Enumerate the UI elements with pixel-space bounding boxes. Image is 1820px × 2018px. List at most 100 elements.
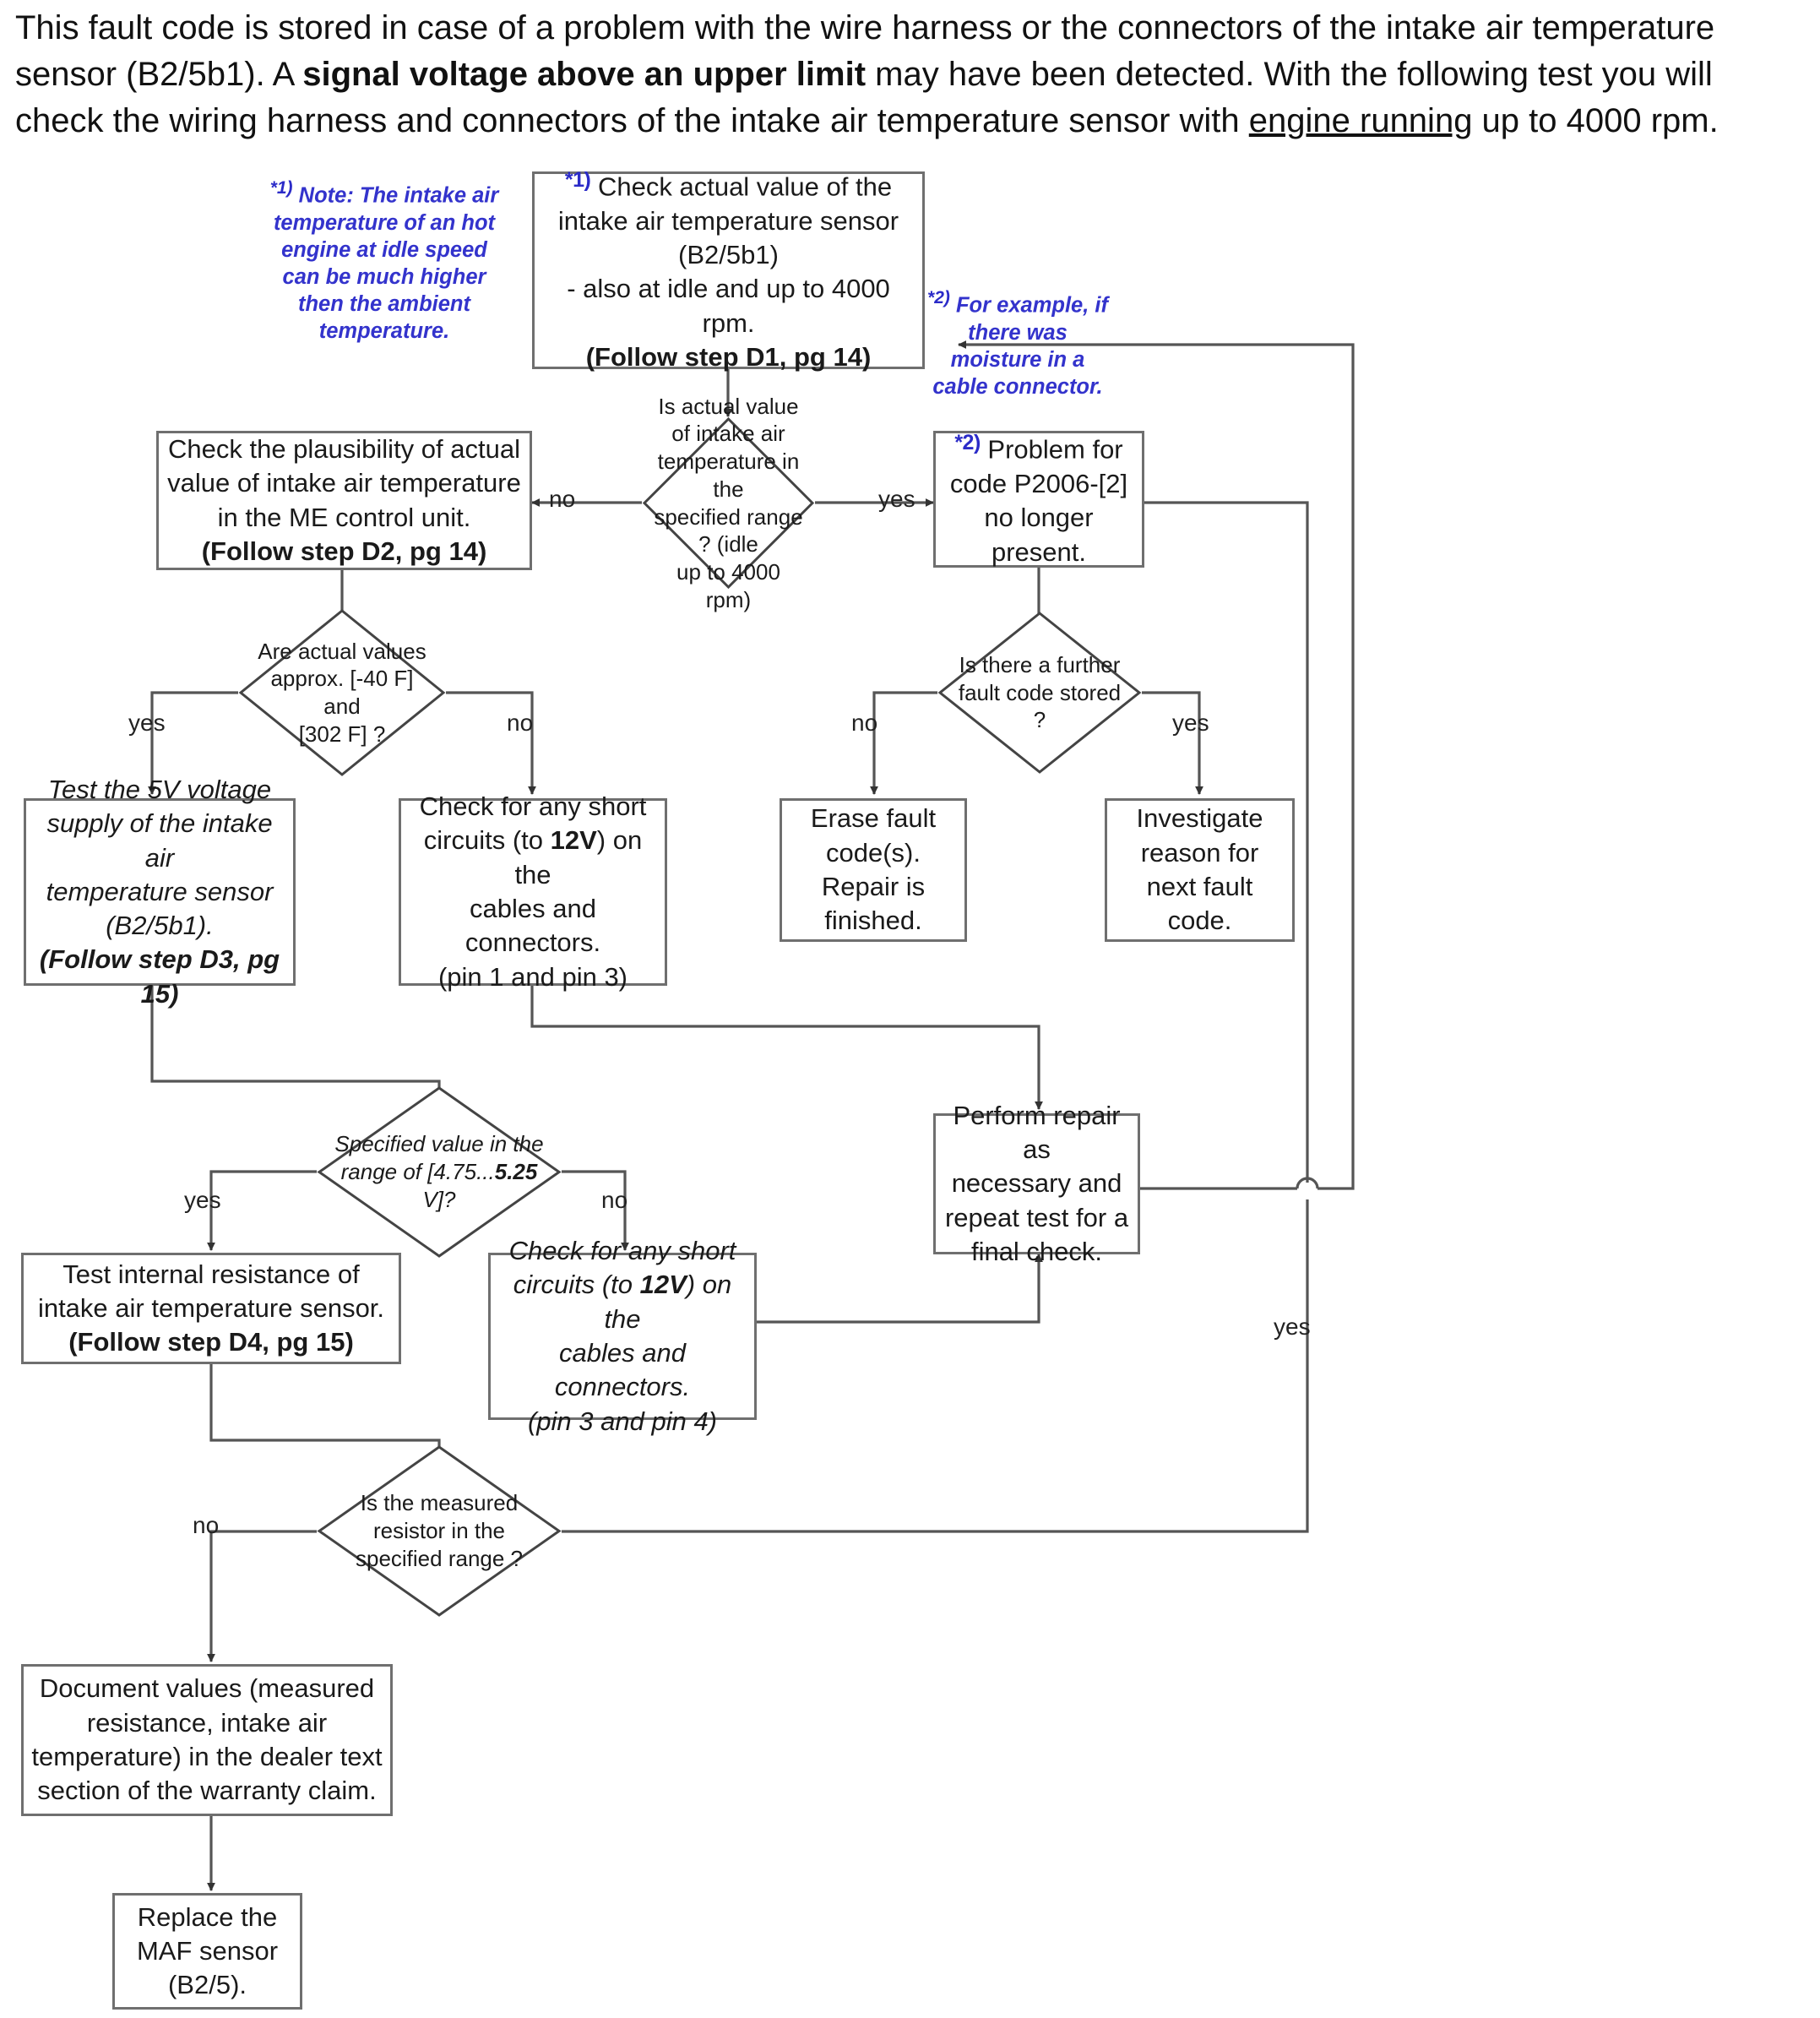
node-problem-p2006[interactable]: *2) Problem for code P2006-[2] no longer…: [933, 431, 1144, 568]
node-erase-fault-codes-line3: Repair is: [821, 872, 926, 901]
edge-label-yes-1: yes: [878, 486, 915, 512]
node-check-plausibility-line2: value of intake air temperature: [167, 468, 521, 498]
node-check-actual-value-line4: - also at idle and up to 4000 rpm.: [567, 274, 890, 338]
node-short-circuit-pin3-pin4-line2c: ) on the: [604, 1270, 732, 1334]
node-test-internal-resistance-line2: intake air temperature sensor.: [37, 1292, 385, 1323]
node-document-values-line3: temperature) in the dealer text: [31, 1742, 383, 1771]
intro-text-part3: up to 4000 rpm.: [1472, 102, 1719, 140]
node-replace-maf-sensor[interactable]: Replace the MAF sensor (B2/5).: [112, 1893, 302, 2010]
node-short-circuit-pin3-pin4-line2a: circuits (to: [513, 1270, 640, 1300]
node-problem-p2006-line1: Problem for: [980, 434, 1123, 465]
node-test-5v-supply-line4: (B2/5b1).: [106, 911, 214, 941]
decision-specified-voltage-range[interactable]: Specified value in the range of [4.75...…: [317, 1085, 562, 1259]
node-test-internal-resistance-line1: Test internal resistance of: [62, 1259, 360, 1289]
node-check-actual-value-line3: (B2/5b1): [678, 239, 779, 269]
node-investigate-line1: Investigate: [1136, 803, 1263, 834]
node-check-actual-value-marker: *1): [564, 167, 591, 192]
diamond-shape: [642, 416, 815, 590]
edge-label-yes-4: yes: [184, 1187, 221, 1213]
diamond-shape: [238, 609, 446, 776]
node-investigate-next-fault-code[interactable]: Investigate reason for next fault code.: [1105, 798, 1295, 942]
diamond-shape: [317, 1086, 562, 1258]
decision-actual-value-range[interactable]: Is actual value of intake air temperatur…: [642, 394, 815, 612]
node-erase-fault-codes[interactable]: Erase fault code(s). Repair is finished.: [780, 798, 967, 942]
decision-actual-value-range-line2: of intake air: [671, 421, 785, 447]
node-test-5v-supply[interactable]: Test the 5V voltage supply of the intake…: [24, 775, 296, 1009]
edge-label-no-1: no: [549, 486, 576, 512]
node-short-circuit-pin1-pin3-line4: (pin 1 and pin 3): [437, 961, 628, 992]
node-short-circuit-pin3-pin4-line4: (pin 3 and pin 4): [527, 1406, 718, 1436]
diamond-shape: [317, 1445, 562, 1617]
decision-actual-value-range-line3: temperature in the: [657, 449, 800, 502]
node-test-5v-supply-line5: (Follow step D3, pg: [39, 944, 280, 975]
intro-text-part1: This fault code is stored in case of a p…: [15, 9, 1715, 94]
intro-paragraph: This fault code is stored in case of a p…: [15, 5, 1806, 145]
node-check-actual-value-line2: intake air temperature sensor: [557, 205, 899, 236]
node-short-circuit-pin1-pin3[interactable]: Check for any short circuits (to 12V) on…: [399, 791, 667, 992]
edge-label-no-3: no: [851, 710, 878, 736]
node-short-circuit-pin1-pin3-line2c: ) on the: [514, 825, 643, 889]
decision-measured-resistor-line2: resistor in the: [372, 1518, 506, 1544]
edge-label-yes-5: yes: [1274, 1314, 1311, 1340]
node-replace-maf-line1: Replace the: [137, 1901, 278, 1932]
intro-underlined-phrase: engine running: [1248, 102, 1473, 140]
node-perform-repair-line4: final check.: [970, 1236, 1103, 1266]
node-perform-repair[interactable]: Perform repair as necessary and repeat t…: [933, 1101, 1140, 1266]
node-problem-p2006-line3: no longer: [984, 503, 1094, 533]
decision-further-fault-code[interactable]: Is there a further fault code stored ?: [937, 611, 1142, 775]
edge-label-yes-2: yes: [128, 710, 166, 736]
decision-actual-value-range-line4: specified range ? (idle: [654, 503, 803, 558]
node-replace-maf-line3: (B2/5).: [167, 1970, 247, 2000]
node-perform-repair-line3: repeat test for a: [944, 1202, 1129, 1232]
decision-measured-resistor-range[interactable]: Is the measured resistor in the specifie…: [317, 1444, 562, 1618]
node-investigate-line2: reason for: [1140, 837, 1259, 868]
node-short-circuit-pin3-pin4-line3: cables and connectors.: [554, 1338, 691, 1402]
node-document-values-line1: Document values (measured: [39, 1673, 375, 1704]
node-document-values[interactable]: Document values (measured resistance, in…: [21, 1664, 393, 1816]
decision-actual-value-range-line5: up to 4000 rpm): [676, 559, 780, 612]
node-problem-p2006-line4: present.: [991, 536, 1086, 567]
diamond-shape: [937, 612, 1142, 774]
node-test-5v-supply-line3: temperature sensor: [46, 876, 274, 906]
note-2-marker: *2): [927, 288, 950, 307]
node-short-circuit-pin1-pin3-line2a: circuits (to: [423, 825, 551, 856]
decision-further-fault-code-line2: fault code stored ?: [958, 679, 1122, 733]
decision-actual-value-range-line1: Is actual value: [658, 393, 799, 419]
note-2-text: For example, if there was moisture in a …: [932, 293, 1108, 399]
node-document-values-line4: section of the warranty claim.: [37, 1776, 377, 1806]
edge-label-no-5: no: [193, 1512, 220, 1538]
decision-specified-voltage-line2a: range of [4.75...: [340, 1159, 495, 1185]
edge-label-no-4: no: [601, 1187, 628, 1213]
intro-bold-phrase: signal voltage above an upper limit: [302, 56, 867, 94]
node-test-internal-resistance[interactable]: Test internal resistance of intake air t…: [21, 1253, 401, 1364]
node-erase-fault-codes-line4: finished.: [824, 906, 922, 936]
node-check-actual-value-line5: (Follow step D1, pg 14): [585, 341, 872, 372]
node-short-circuit-pin3-pin4[interactable]: Check for any short circuits (to 12V) on…: [488, 1236, 757, 1436]
node-test-internal-resistance-line3: (Follow step D4, pg 15): [68, 1327, 354, 1357]
note-2: *2) For example, if there was moisture i…: [925, 287, 1111, 400]
node-check-plausibility-line4: (Follow step D2, pg 14): [201, 536, 487, 566]
decision-measured-resistor-line1: Is the measured: [360, 1490, 519, 1516]
decision-measured-resistor-line3: specified range ?: [355, 1545, 524, 1571]
node-replace-maf-line2: MAF sensor: [136, 1935, 279, 1966]
note-1: *1) Note: The intake air temperature of …: [262, 177, 507, 345]
decision-specified-voltage-line1: Specified value in the: [334, 1131, 544, 1157]
node-check-actual-value-line1: Check actual value of the: [590, 171, 893, 202]
node-erase-fault-codes-line1: Erase fault: [810, 803, 937, 834]
node-check-actual-value[interactable]: *1) Check actual value of the intake air…: [532, 167, 925, 372]
decision-approx-values[interactable]: Are actual values approx. [-40 F] and [3…: [238, 608, 446, 777]
node-check-plausibility[interactable]: Check the plausibility of actual value o…: [156, 431, 532, 570]
decision-approx-values-line3: [302 F] ?: [298, 721, 386, 747]
flowchart-canvas: *1) Note: The intake air temperature of …: [0, 148, 1820, 2018]
intro-text-part2: may have been detected. With the followi…: [15, 56, 1713, 140]
node-check-plausibility-line3: in the ME control unit.: [217, 502, 471, 532]
edge-label-no-2: no: [507, 710, 534, 736]
node-test-5v-supply-line6: 15): [140, 978, 179, 1009]
node-test-5v-supply-line2: supply of the intake air: [46, 808, 273, 873]
node-erase-fault-codes-line2: code(s).: [826, 837, 921, 868]
edge-label-yes-3: yes: [1172, 710, 1209, 736]
decision-approx-values-line1: Are actual values: [258, 638, 426, 664]
node-problem-p2006-line2: code P2006-[2]: [949, 468, 1128, 498]
decision-approx-values-line2: approx. [-40 F] and: [270, 666, 414, 719]
note-1-marker: *1): [269, 178, 293, 198]
